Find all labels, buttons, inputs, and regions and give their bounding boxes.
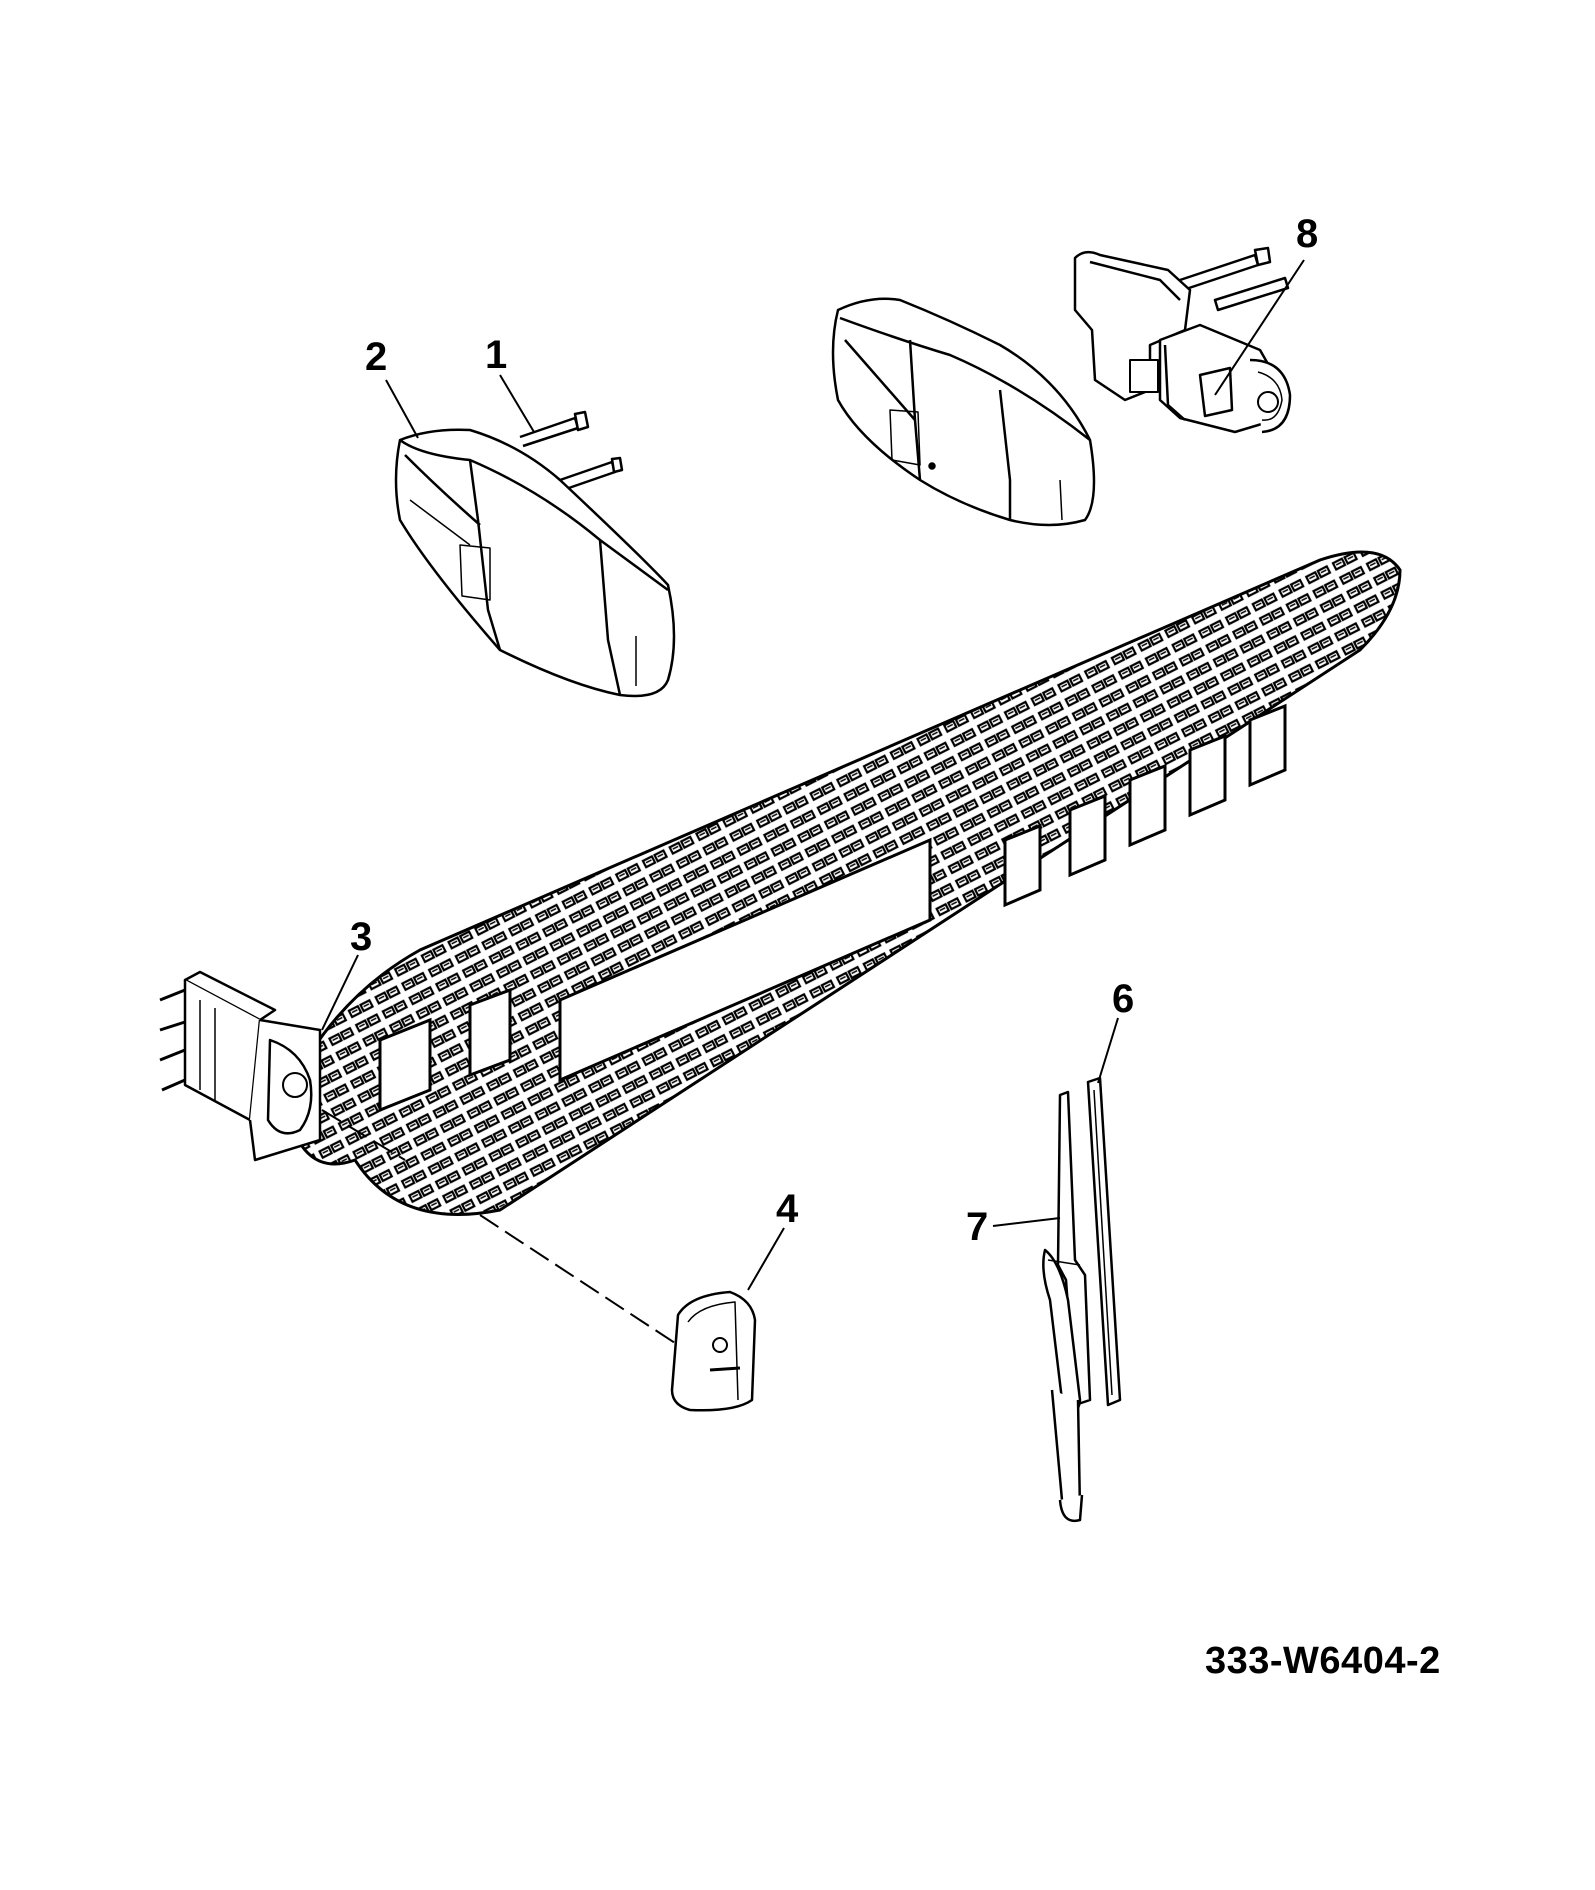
switch-lens: [670, 1290, 757, 1412]
callout-4: 4: [776, 1187, 799, 1231]
wiper-arm: [1042, 1090, 1092, 1523]
callout-1: 1: [485, 333, 507, 377]
wiper-motor: [1073, 246, 1292, 434]
leader-lines: [321, 259, 1305, 1291]
lens-mount-leader: [479, 1214, 679, 1346]
wiper-motor-cover-left: [394, 410, 676, 698]
drawing-reference-code: 333-W6404-2: [1205, 1640, 1441, 1682]
wiper-blade: [1086, 1076, 1122, 1407]
callout-3: 3: [350, 915, 372, 959]
callout-8: 8: [1296, 212, 1318, 256]
callout-6: 6: [1112, 977, 1134, 1021]
callout-2: 2: [365, 335, 387, 379]
wiper-motor-cover-right: [831, 297, 1096, 527]
callout-7: 7: [966, 1205, 988, 1249]
switch-mount-leader: [321, 1109, 406, 1161]
switch-panel-gasket: [283, 550, 1402, 1216]
rocker-switch: [159, 970, 322, 1162]
